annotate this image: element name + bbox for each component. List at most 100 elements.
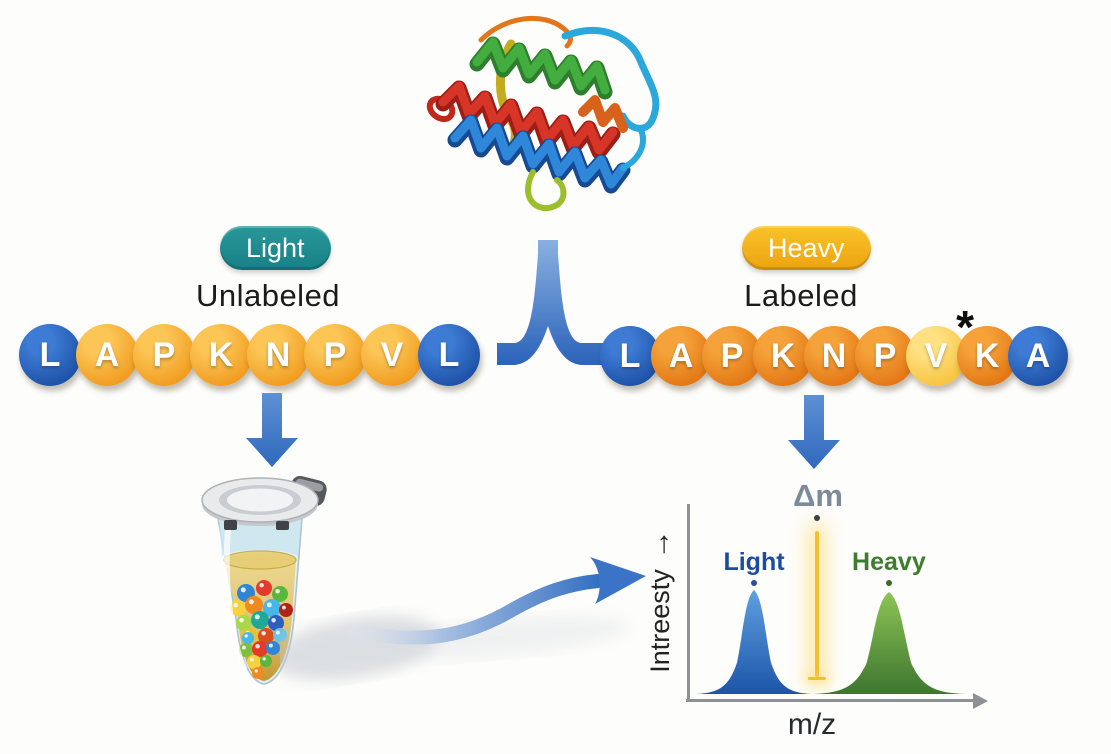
tube-bead-highlight: [271, 617, 276, 623]
residue-letter: V: [380, 335, 404, 374]
residue-circle: N: [804, 326, 864, 386]
x-axis-arrowhead: [973, 693, 988, 709]
tube-bead-highlight: [261, 630, 266, 636]
residue-letter: A: [94, 335, 120, 374]
tube-bead: [251, 611, 269, 629]
tube-bead: [260, 655, 272, 667]
residue-letter: L: [438, 335, 460, 374]
residue-circle: P: [304, 324, 366, 386]
residue-circle: K: [753, 326, 813, 386]
tube-bead-highlight: [248, 599, 254, 605]
protein-helix-blue: [450, 115, 628, 189]
tube-bead: [247, 655, 261, 669]
residue-letter: N: [821, 336, 847, 375]
residue-circle: V: [361, 324, 423, 386]
protein-helix-orange-right: [578, 95, 628, 133]
y-axis: [687, 504, 690, 702]
delta-m-line-cap: [808, 677, 826, 680]
spectrum-peak-light: [696, 590, 812, 694]
tube-bead-highlight: [233, 602, 238, 608]
tube-bead: [242, 632, 254, 644]
tube-bead-highlight: [240, 587, 246, 593]
residue-circle: K: [957, 326, 1017, 386]
residue-circle: P: [702, 326, 762, 386]
tube-bead-highlight: [268, 643, 273, 648]
heavy-badge-label: Heavy: [768, 232, 845, 263]
light-badge: Light: [220, 226, 331, 270]
delta-m-dot: [814, 515, 820, 521]
mass-spectrum-peaks: [696, 590, 966, 694]
curved-arrowhead: [590, 557, 646, 604]
residue-circle: L: [418, 324, 480, 386]
split-connector: [497, 240, 608, 365]
protein-loop-orange: [478, 15, 573, 49]
tube-beads: [230, 580, 293, 679]
residue-letter: K: [770, 336, 796, 375]
up-arrow-glyph: →: [643, 529, 676, 560]
residue-circle: A: [76, 324, 138, 386]
labeled-heading: Labeled: [744, 278, 858, 313]
tube-bead-highlight: [254, 614, 260, 620]
residue-letter: K: [974, 336, 1000, 375]
residue-letter: L: [39, 335, 61, 374]
residue-letter: N: [265, 335, 291, 374]
peak-dot-light: [751, 580, 757, 586]
tube-bead-highlight: [239, 617, 244, 623]
protein-loop-yellowgreen: [525, 169, 567, 211]
protein-ribbon-illustration: [427, 15, 660, 211]
residue-circle: A: [651, 326, 711, 386]
residue-circle: L: [19, 324, 81, 386]
tube-shadow: [280, 615, 630, 681]
protein-loop-cyan-low: [620, 127, 646, 171]
residue-letter: P: [152, 335, 176, 374]
protein-helix-red: [438, 81, 618, 155]
residue-letter: K: [208, 335, 234, 374]
light-badge-label: Light: [246, 232, 305, 263]
y-axis-label: Intreesty →: [643, 491, 676, 711]
tube-bead-highlight: [259, 582, 264, 588]
tube-bead: [266, 641, 280, 655]
tube-bead-highlight: [255, 643, 260, 649]
heavy-badge: Heavy: [742, 226, 871, 270]
y-axis-label-text: Intreesty: [644, 569, 675, 673]
tube-bead-highlight: [275, 588, 280, 594]
tube-glass-highlight: [223, 527, 247, 671]
residue-circle: A: [1008, 326, 1068, 386]
tube-bead-highlight: [262, 657, 266, 661]
delta-m-annotation: Δm: [793, 478, 843, 513]
tube-bead-highlight: [266, 602, 272, 608]
residue-letter: A: [1025, 336, 1051, 375]
residue-circle: K: [190, 324, 252, 386]
tube-bead-highlight: [249, 657, 254, 662]
residue-circle: L: [600, 326, 660, 386]
x-axis-label: m/z: [787, 708, 837, 741]
curved-flow-arrow: [280, 557, 646, 681]
spectrum-peak-heavy: [812, 592, 966, 694]
tube-bead: [252, 667, 264, 679]
protein-helix-green: [472, 37, 610, 95]
tube-bead-highlight: [281, 605, 286, 610]
unlabeled-heading: Unlabeled: [195, 278, 341, 313]
residue-circle: N: [247, 324, 309, 386]
tube-bead: [252, 641, 268, 657]
residue-letter: L: [619, 336, 641, 375]
residue-letter: P: [323, 335, 347, 374]
residue-letter: P: [720, 336, 744, 375]
down-arrow-right: [788, 395, 840, 469]
tube-bead-highlight: [254, 669, 258, 673]
peak-label-heavy: Heavy: [852, 548, 926, 576]
tube-bead-highlight: [275, 630, 280, 635]
residue-letter: A: [668, 336, 694, 375]
tube-bead: [256, 580, 272, 596]
peak-dot-heavy: [885, 580, 892, 586]
residue-circle: P: [133, 324, 195, 386]
residue-letter: P: [873, 336, 897, 375]
residue-letter: V: [924, 336, 948, 375]
residue-circle: P: [855, 326, 915, 386]
down-arrow-left: [246, 393, 298, 467]
tube-bead-highlight: [244, 634, 248, 638]
x-axis: [686, 699, 974, 702]
